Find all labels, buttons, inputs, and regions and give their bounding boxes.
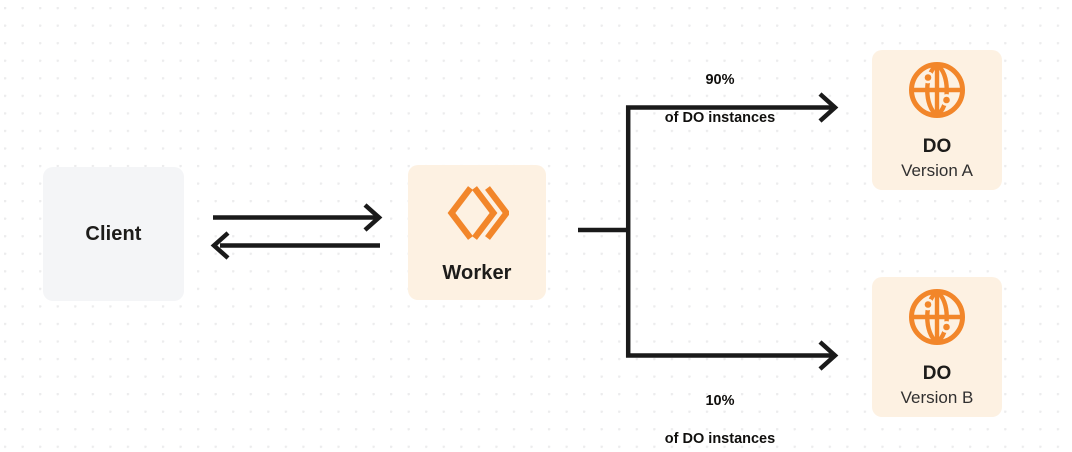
node-do-b[interactable]: DO Version B xyxy=(872,277,1002,417)
edge-label-bottom-percent: 10% xyxy=(705,393,735,410)
edge-label-top-description: of DO instances xyxy=(664,110,776,127)
node-do-a-sublabel: Version A xyxy=(901,160,973,180)
edge-split-to-do-b xyxy=(626,340,839,371)
workers-chevron-icon xyxy=(445,182,511,244)
node-client-label: Client xyxy=(85,223,142,245)
edge-label-top-branch: 90% of DO instances xyxy=(590,52,850,148)
edge-label-bottom-description: of DO instances xyxy=(664,431,776,448)
globe-icon xyxy=(907,60,967,120)
node-worker-label: Worker xyxy=(442,261,512,284)
edge-label-top-percent: 90% xyxy=(705,72,735,89)
edge-label-bottom-branch: 10% of DO instances xyxy=(590,373,850,452)
node-do-a-label: DO xyxy=(922,135,952,157)
node-do-a[interactable]: DO Version A xyxy=(872,50,1002,190)
edge-split-to-do-a xyxy=(626,92,839,123)
node-do-b-label: DO xyxy=(922,362,952,384)
edge-client-to-worker xyxy=(213,203,383,232)
node-do-b-sublabel: Version B xyxy=(900,387,974,407)
node-worker[interactable]: Worker xyxy=(408,165,546,300)
node-client[interactable]: Client xyxy=(43,167,184,301)
globe-icon xyxy=(907,287,967,347)
edge-worker-to-client xyxy=(210,231,380,260)
